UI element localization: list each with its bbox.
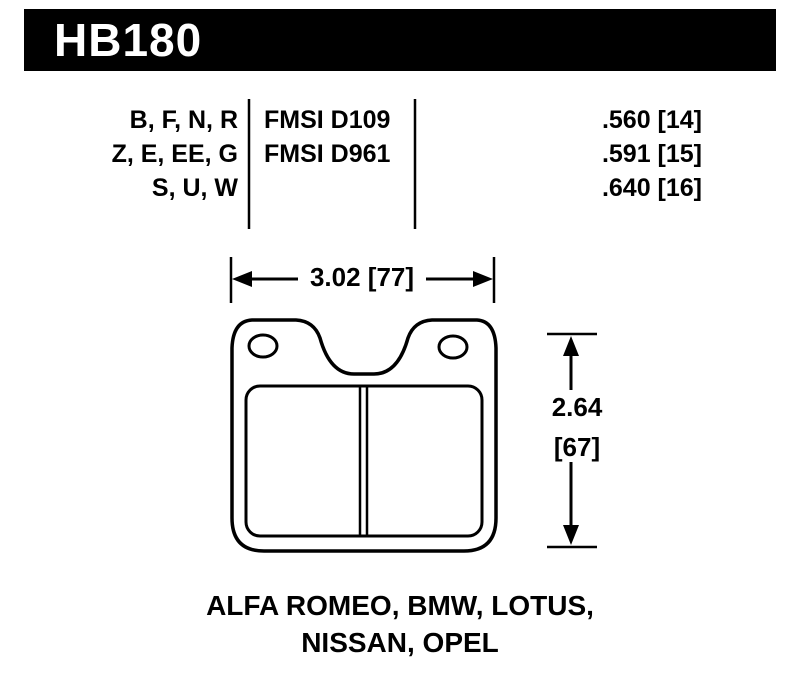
thickness-row: .640 [16] bbox=[601, 174, 702, 202]
applications-line: NISSAN, OPEL bbox=[301, 627, 499, 658]
height-dimension-label: 2.64 [67] bbox=[532, 387, 622, 467]
part-number: HB180 bbox=[54, 14, 203, 66]
right-arrowhead bbox=[473, 271, 493, 287]
height-dimension-mm: [67] bbox=[553, 432, 601, 462]
up-arrowhead bbox=[563, 336, 579, 356]
fmsi-row: FMSI D961 bbox=[264, 140, 391, 168]
fmsi-column: FMSI D109 FMSI D961 bbox=[264, 103, 414, 171]
pad-outer-outline bbox=[230, 318, 498, 553]
compound-codes-row: B, F, N, R bbox=[129, 106, 238, 134]
pad-inner-outline bbox=[244, 384, 484, 538]
thickness-row: .591 [15] bbox=[601, 140, 702, 168]
width-dimension-lines bbox=[229, 257, 496, 303]
brake-pad-drawing bbox=[230, 318, 498, 553]
height-dimension-lines bbox=[547, 332, 597, 549]
left-ear-hole bbox=[247, 333, 279, 359]
thickness-row: .560 [14] bbox=[601, 106, 702, 134]
width-dimension-label: 3.02 [77] bbox=[309, 262, 415, 292]
down-arrowhead bbox=[563, 525, 579, 545]
right-ear-hole bbox=[437, 334, 469, 360]
fmsi-row: FMSI D109 bbox=[264, 106, 391, 134]
thickness-column: .560 [14] .591 [15] .640 [16] bbox=[536, 103, 702, 205]
vehicle-applications: ALFA ROMEO, BMW, LOTUS, NISSAN, OPEL bbox=[0, 587, 800, 661]
applications-line: ALFA ROMEO, BMW, LOTUS, bbox=[206, 590, 594, 621]
height-dimension-inch: 2.64 bbox=[551, 392, 603, 422]
table-divider-lines bbox=[247, 99, 417, 229]
left-arrowhead bbox=[232, 271, 252, 287]
compound-codes-row: S, U, W bbox=[151, 174, 238, 202]
compound-codes-column: B, F, N, R Z, E, EE, G S, U, W bbox=[70, 103, 238, 205]
header-bar: HB180 bbox=[24, 9, 776, 71]
compound-codes-row: Z, E, EE, G bbox=[111, 140, 238, 168]
